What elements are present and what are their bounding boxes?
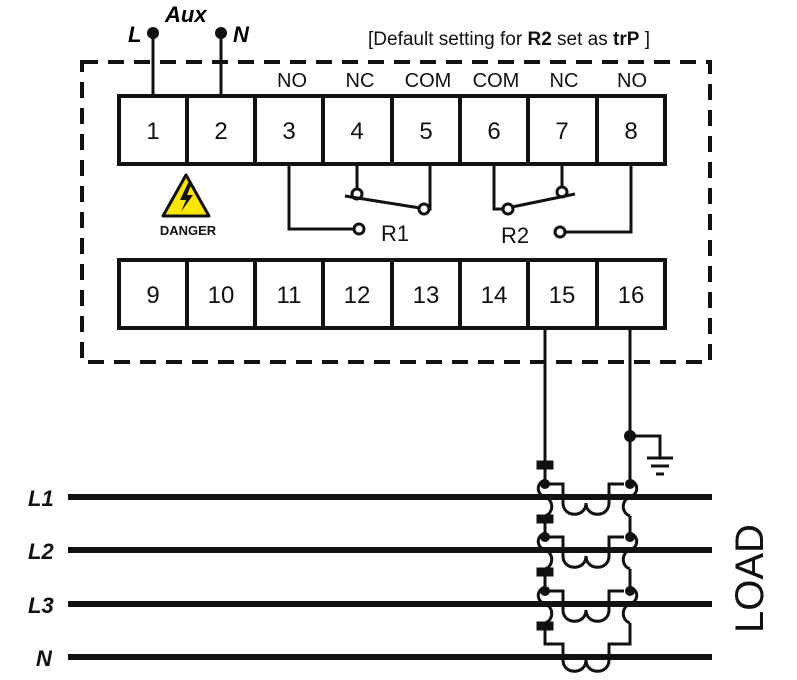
- ct-l1: [536, 460, 639, 518]
- terminal-13: 13: [413, 282, 440, 309]
- load-label: LOAD: [728, 524, 772, 633]
- contact-label-4: NC: [346, 70, 375, 92]
- terminal-15: 15: [549, 282, 576, 309]
- terminal-7: 7: [555, 118, 568, 145]
- contact-label-6: COM: [473, 70, 520, 92]
- ct-l3: [536, 567, 639, 625]
- terminal-5: 5: [419, 118, 432, 145]
- terminal-12: 12: [344, 282, 371, 309]
- terminal-3: 3: [282, 118, 295, 145]
- relay-r1-label: R1: [381, 221, 409, 246]
- contact-label-7: NC: [550, 70, 579, 92]
- line-label-l2: L2: [28, 539, 54, 564]
- terminal-8: 8: [624, 118, 637, 145]
- danger-sign: DANGER: [160, 173, 217, 238]
- earth-ground-icon: [647, 456, 673, 476]
- terminal-block-bottom: 9 10 11 12 13 14 15 16: [117, 258, 667, 330]
- ct-wiring: [543, 328, 662, 462]
- aux-line-label: L: [128, 22, 141, 47]
- terminal-9: 9: [146, 282, 159, 309]
- aux-neutral-label: N: [233, 22, 250, 47]
- aux-label: Aux: [164, 2, 207, 27]
- relay-r1: [287, 164, 432, 236]
- line-label-n: N: [36, 646, 53, 671]
- contact-labels: NO NC COM COM NC NO: [277, 70, 647, 92]
- terminal-6: 6: [487, 118, 500, 145]
- terminal-14: 14: [481, 282, 508, 309]
- current-transformers: [536, 460, 639, 673]
- ct-junction-dots: [540, 479, 635, 596]
- terminal-10: 10: [208, 282, 235, 309]
- contact-label-3: NO: [277, 70, 307, 92]
- ct-l2: [536, 514, 639, 571]
- contact-label-8: NO: [617, 70, 647, 92]
- terminal-11: 11: [277, 282, 302, 309]
- line-label-l3: L3: [28, 593, 54, 618]
- terminal-4: 4: [350, 118, 363, 145]
- terminal-2: 2: [214, 118, 227, 145]
- default-setting-note: [Default setting for R2 set as trP ]: [368, 29, 650, 50]
- terminal-16: 16: [618, 282, 645, 309]
- terminal-1: 1: [146, 118, 159, 145]
- line-label-l1: L1: [28, 486, 54, 511]
- device-enclosure: [80, 60, 712, 364]
- aux-supply: Aux L N: [128, 2, 250, 96]
- phase-lines: [68, 494, 712, 660]
- ct-n: [536, 621, 632, 673]
- relay-r2: [492, 164, 633, 239]
- terminal-block-top: 1 2 3 4 5 6 7 8: [117, 94, 667, 166]
- contact-label-5: COM: [405, 70, 452, 92]
- relay-r2-label: R2: [501, 223, 529, 248]
- danger-label: DANGER: [160, 223, 217, 238]
